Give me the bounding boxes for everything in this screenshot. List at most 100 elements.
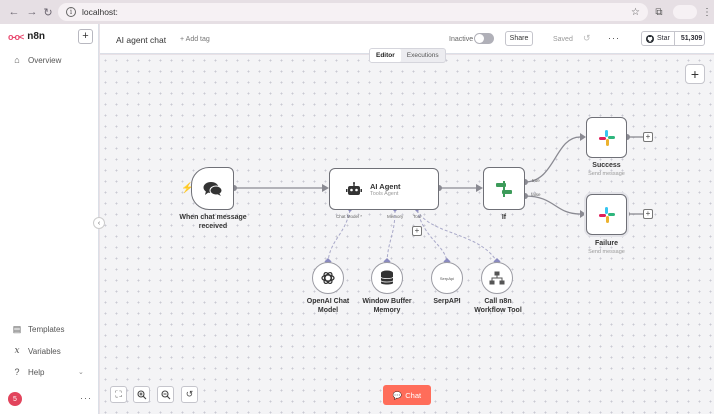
- tab-editor[interactable]: Editor: [370, 49, 401, 62]
- agent-node-label: AI Agent: [370, 181, 401, 191]
- port-label-memory: Memory: [387, 214, 404, 219]
- connection-memory: [386, 209, 396, 263]
- active-toggle[interactable]: [474, 33, 494, 44]
- add-node-button[interactable]: +: [685, 64, 705, 84]
- zoom-in-icon[interactable]: [133, 386, 150, 403]
- user-menu-icon[interactable]: ···: [80, 393, 92, 403]
- sitemap-icon: [489, 271, 505, 285]
- avatar[interactable]: 5: [8, 392, 22, 406]
- connection-serpapi: [416, 209, 448, 263]
- add-after-failure-button[interactable]: +: [643, 209, 653, 219]
- robot-icon: [346, 182, 362, 195]
- success-node-label: Success: [592, 162, 621, 169]
- arrow-head: [580, 133, 586, 141]
- brand-name: n8n: [27, 31, 46, 42]
- chevron-left-icon[interactable]: ‹: [93, 217, 105, 229]
- n8n-logo[interactable]: o-o< n8n: [8, 31, 45, 42]
- serpapi-node-label: SerpAPI: [433, 298, 461, 305]
- help-icon: ?: [14, 367, 20, 377]
- sidebar-item-label: Templates: [28, 325, 65, 334]
- sidebar-item-label: Variables: [28, 346, 61, 356]
- browser-menu-icon[interactable]: ⋮: [702, 6, 712, 18]
- connection-n8n-tool: [416, 209, 498, 263]
- slack-icon: [598, 129, 615, 146]
- node-success[interactable]: [586, 117, 627, 158]
- if-node-label: If: [501, 214, 507, 221]
- failure-node-label: Failure: [595, 240, 618, 247]
- add-button[interactable]: +: [78, 29, 93, 44]
- port-label-false: false: [531, 192, 541, 197]
- slack-icon: [598, 206, 615, 223]
- openai-icon: [321, 271, 335, 285]
- chat-bubbles-icon: [203, 181, 222, 196]
- node-if[interactable]: [483, 167, 525, 210]
- reset-zoom-icon[interactable]: ↺: [181, 386, 198, 403]
- memory-node-label: Window Buffer Memory: [362, 298, 412, 314]
- sidebar-item-variables[interactable]: x Variables: [12, 346, 61, 356]
- failure-node-subtitle: Send message: [588, 249, 625, 255]
- sidebar-item-overview[interactable]: ⌂ Overview: [12, 55, 61, 65]
- trigger-node-label: When chat message received: [179, 214, 247, 230]
- arrow-left-icon[interactable]: ←: [8, 6, 20, 18]
- node-call-n8n-workflow-tool[interactable]: [481, 262, 513, 294]
- chat-button[interactable]: 💬 Chat: [383, 385, 431, 405]
- node-window-buffer-memory[interactable]: [371, 262, 403, 294]
- port-label-tool: Tool: [413, 214, 422, 219]
- reload-icon[interactable]: ↻: [43, 6, 53, 19]
- profile-button[interactable]: [673, 5, 697, 19]
- chat-button-label: Chat: [405, 390, 422, 400]
- node-ai-agent[interactable]: AI Agent Tools Agent: [329, 168, 439, 210]
- extensions-icon[interactable]: ⧉: [655, 6, 663, 18]
- github-star-button[interactable]: Star 51,309: [641, 31, 705, 46]
- node-openai-chat-model[interactable]: [312, 262, 344, 294]
- github-icon: [646, 34, 654, 43]
- node-chat-trigger[interactable]: [191, 167, 234, 210]
- if-branch-icon: [496, 180, 512, 197]
- view-tabs: Editor Executions: [369, 48, 446, 63]
- saved-status: Saved: [553, 36, 573, 43]
- active-status-label: Inactive: [449, 36, 474, 43]
- n8n-tool-node-label: Call n8n Workflow Tool: [474, 298, 522, 314]
- add-tag-link[interactable]: + Add tag: [180, 36, 210, 43]
- database-icon: [380, 270, 394, 285]
- node-serpapi[interactable]: SerpApi: [431, 262, 463, 294]
- workflow-title[interactable]: AI agent chat: [116, 35, 167, 45]
- port-label-true: true: [532, 178, 540, 183]
- chevron-down-icon[interactable]: ⌄: [78, 369, 84, 376]
- arrow-head: [322, 184, 329, 192]
- github-star-label: Star: [657, 35, 670, 42]
- toggle-knob: [475, 34, 484, 43]
- n8n-logo-icon: o-o<: [8, 31, 24, 42]
- arrow-head: [476, 184, 483, 192]
- add-after-success-button[interactable]: +: [643, 132, 653, 142]
- bookmark-star-icon[interactable]: ☆: [631, 6, 640, 18]
- connection-chatmodel: [327, 209, 351, 263]
- url-text: localhost:: [82, 7, 118, 17]
- arrow-right-icon[interactable]: →: [26, 6, 38, 18]
- add-tool-button[interactable]: +: [412, 226, 422, 236]
- trigger-bolt-icon: ⚡: [181, 183, 194, 194]
- history-icon[interactable]: ↺: [583, 33, 591, 43]
- github-star-count: 51,309: [680, 35, 703, 42]
- site-info-icon[interactable]: i: [66, 7, 76, 17]
- connection-if-failure: [524, 195, 581, 215]
- connection-if-success: [524, 136, 581, 183]
- variables-icon: x: [14, 346, 20, 356]
- sidebar-item-label: Help: [28, 367, 45, 377]
- node-failure[interactable]: [586, 194, 627, 235]
- sidebar-item-help[interactable]: ? Help: [12, 367, 44, 377]
- share-button[interactable]: Share: [505, 31, 533, 46]
- address-bar[interactable]: i localhost: ☆: [58, 3, 648, 21]
- zoom-out-icon[interactable]: [157, 386, 174, 403]
- port-label-chat-model: Chat Model *: [336, 214, 363, 219]
- serpapi-icon: SerpApi: [439, 275, 455, 281]
- chat-icon: 💬: [392, 390, 403, 400]
- more-options-icon[interactable]: ···: [608, 33, 620, 43]
- fit-view-icon[interactable]: ⛶: [110, 386, 127, 403]
- success-node-subtitle: Send message: [588, 171, 625, 177]
- tab-executions[interactable]: Executions: [406, 52, 439, 59]
- home-icon: ⌂: [14, 55, 20, 65]
- sidebar-item-templates[interactable]: ▤ Templates: [12, 324, 65, 335]
- sidebar-item-label: Overview: [28, 55, 62, 65]
